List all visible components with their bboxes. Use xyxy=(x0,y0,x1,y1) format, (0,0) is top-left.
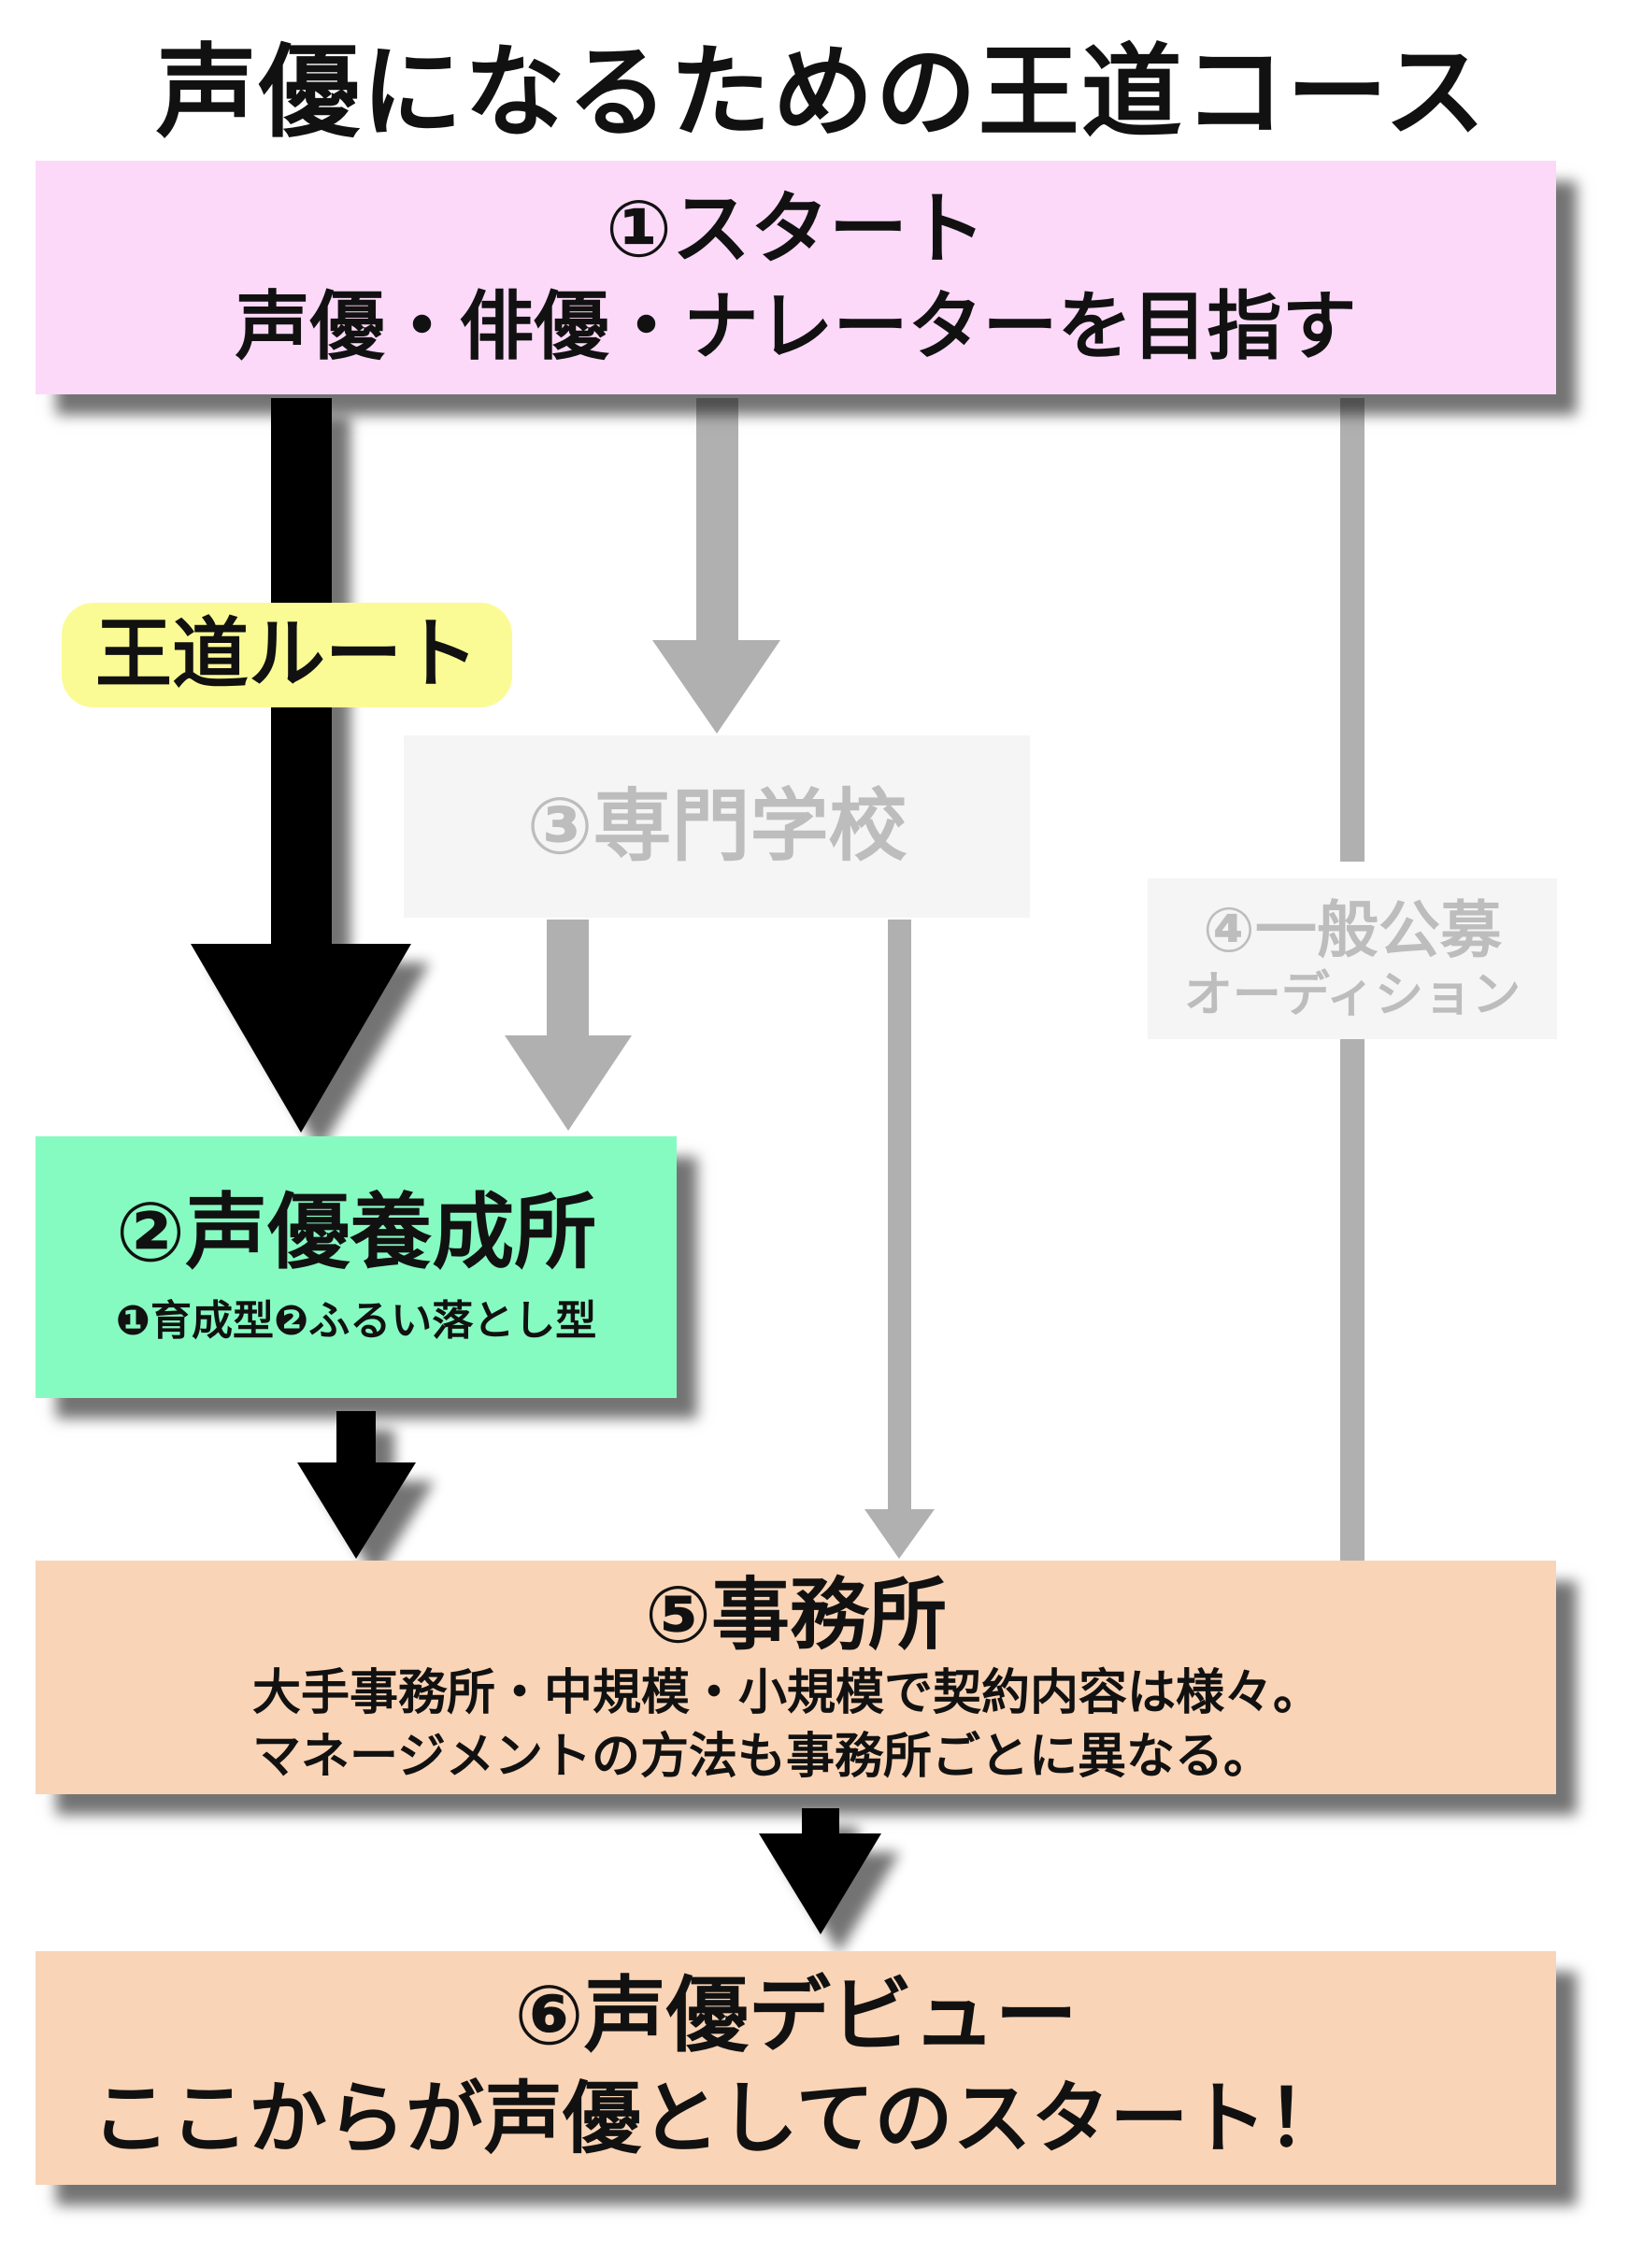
arrow-office-to-debut xyxy=(759,1808,881,1934)
arrow-training-to-office xyxy=(297,1411,416,1559)
audition-heading: ④一般公募 xyxy=(1203,894,1502,966)
training-heading: ②声優養成所 xyxy=(115,1184,597,1280)
step-audition-box: ④一般公募 オーディション xyxy=(1148,878,1557,1039)
step-training-box: ②声優養成所 ❶育成型❷ふるい落とし型 xyxy=(36,1136,677,1398)
faded-connectors xyxy=(505,398,1364,1561)
main-route-label: 王道ルート xyxy=(62,603,512,707)
school-heading: ③専門学校 xyxy=(526,780,907,872)
main-route-arrows xyxy=(191,398,881,1934)
office-description-1: 大手事務所・中規模・小規模で契約内容は様々。 xyxy=(252,1665,1322,1721)
arrow-start-to-school xyxy=(652,398,780,734)
step-start-box: ①スタート 声優・俳優・ナレーターを目指す xyxy=(36,161,1556,394)
line-start-to-audition xyxy=(1340,398,1364,862)
arrow-start-to-training xyxy=(191,398,411,1133)
debut-description: ここからが声優としてのスタート！ xyxy=(92,2073,1346,2164)
office-heading: ⑤事務所 xyxy=(644,1569,948,1661)
office-description-2: マネージメントの方法も事務所ごとに異なる。 xyxy=(252,1729,1272,1785)
step-school-box: ③専門学校 xyxy=(404,735,1030,918)
debut-heading: ⑥声優デビュー xyxy=(514,1967,1078,2063)
step-office-box: ⑤事務所 大手事務所・中規模・小規模で契約内容は様々。 マネージメントの方法も事… xyxy=(36,1561,1556,1794)
start-heading: ①スタート xyxy=(605,183,987,275)
page-title: 声優になるための王道コース xyxy=(155,35,1488,151)
audition-subheading: オーディション xyxy=(1183,967,1522,1023)
arrow-school-to-training xyxy=(505,920,632,1131)
training-types: ❶育成型❷ふるい落とし型 xyxy=(115,1297,597,1345)
start-description: 声優・俳優・ナレーターを目指す xyxy=(235,283,1357,370)
arrow-school-to-office xyxy=(864,920,935,1559)
line-audition-to-office xyxy=(1340,1039,1364,1561)
step-debut-box: ⑥声優デビュー ここからが声優としてのスタート！ xyxy=(36,1951,1556,2185)
